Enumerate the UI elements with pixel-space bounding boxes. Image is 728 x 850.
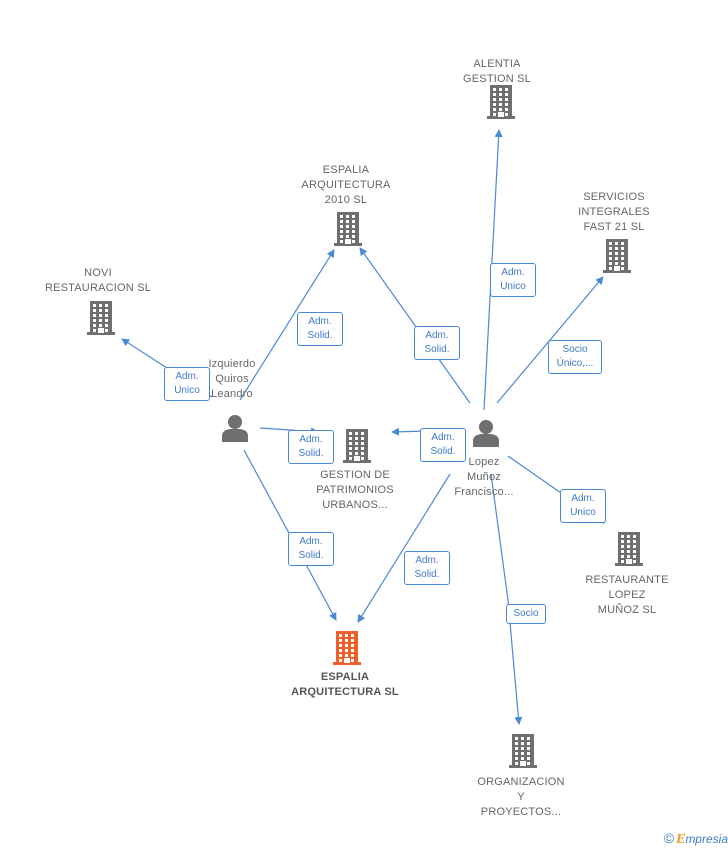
node-lopez[interactable]	[471, 419, 501, 452]
node-label-restaurante[interactable]: RESTAURANTE LOPEZ MUÑOZ SL	[557, 573, 697, 618]
node-espalia[interactable]	[332, 631, 362, 670]
node-label-line: ARQUITECTURA	[301, 179, 391, 191]
node-label-line: URBANOS...	[322, 499, 388, 511]
node-label-line: RESTAURANTE	[585, 574, 669, 586]
node-label-organizacion[interactable]: ORGANIZACION Y PROYECTOS...	[451, 775, 591, 820]
edge-label-line: Unico	[174, 385, 200, 396]
person-icon	[473, 420, 499, 447]
node-label-line: INTEGRALES	[578, 206, 650, 218]
node-label-espalia[interactable]: ESPALIA ARQUITECTURA SL	[275, 670, 415, 700]
edge-label-line: Adm.	[431, 432, 455, 443]
edge-label-line: Socio	[513, 608, 539, 619]
edge-label[interactable]: Adm. Solid.	[404, 551, 450, 585]
edge-label-line: Adm.	[175, 371, 199, 382]
building-icon	[343, 429, 371, 463]
building-icon	[334, 212, 362, 246]
edge-label[interactable]: Adm. Unico	[164, 367, 210, 401]
node-label-alentia[interactable]: ALENTIA GESTION SL	[427, 57, 567, 87]
edge-label[interactable]: Adm. Solid.	[414, 326, 460, 360]
node-label-line: Muñoz	[466, 471, 502, 483]
node-alentia[interactable]	[486, 85, 516, 124]
node-label-espalia2010[interactable]: ESPALIA ARQUITECTURA 2010 SL	[276, 163, 416, 208]
edge-label-line: Solid.	[424, 344, 450, 355]
edge-label[interactable]: Adm. Unico	[490, 263, 536, 297]
building-icon	[603, 239, 631, 273]
node-label-line: Francisco...	[454, 486, 514, 498]
node-label-line: ESPALIA	[320, 671, 370, 683]
node-label-line: ESPALIA	[322, 164, 370, 176]
node-organizacion[interactable]	[508, 734, 538, 773]
node-label-gestion[interactable]: GESTION DE PATRIMONIOS URBANOS...	[285, 468, 425, 513]
node-label-line: ORGANIZACION	[477, 776, 565, 788]
node-espalia2010[interactable]	[333, 212, 363, 251]
node-label-line: RESTAURACION SL	[44, 282, 152, 294]
edge-label[interactable]: Adm. Solid.	[297, 312, 343, 346]
edge-label-line: Solid.	[298, 448, 324, 459]
node-label-line: Izquierdo	[208, 358, 256, 370]
node-label-line: GESTION SL	[462, 73, 532, 85]
edge-label-line: Solid.	[307, 330, 333, 341]
edge-label-line: Adm.	[425, 330, 449, 341]
edge-lopez-espalia	[357, 473, 451, 623]
edge-label-line: Adm.	[299, 434, 323, 445]
person-icon	[222, 415, 248, 442]
building-icon	[615, 532, 643, 566]
building-icon	[487, 85, 515, 119]
edge-label-line: Adm.	[571, 493, 595, 504]
edge-izquierdo-espalia2010	[239, 249, 335, 401]
node-gestion[interactable]	[342, 429, 372, 468]
copyright-icon: ©	[663, 830, 675, 846]
footer-brand[interactable]: ©Empresia	[664, 830, 728, 846]
node-servicios[interactable]	[602, 239, 632, 278]
edge-label-line: Solid.	[430, 446, 456, 457]
edge-label-line: Socio	[562, 344, 588, 355]
node-label-line: ARQUITECTURA SL	[291, 686, 399, 698]
node-label-line: PROYECTOS...	[480, 806, 562, 818]
node-label-line: MUÑOZ SL	[597, 604, 657, 616]
node-label-line: Y	[517, 791, 525, 803]
brand-name: mpresia	[685, 832, 728, 846]
node-label-line: Leandro	[211, 388, 253, 400]
edge-label-line: Unico	[570, 507, 596, 518]
node-label-line: FAST 21 SL	[583, 221, 645, 233]
edge-label-line: Adm.	[308, 316, 332, 327]
edge-label[interactable]: Adm. Solid.	[420, 428, 466, 462]
edge-label[interactable]: Socio	[506, 604, 546, 624]
node-label-novi[interactable]: NOVI RESTAURACION SL	[28, 266, 168, 296]
edge-label-line: Solid.	[298, 550, 324, 561]
node-label-line: 2010 SL	[324, 194, 368, 206]
edge-label[interactable]: Adm. Solid.	[288, 430, 334, 464]
node-restaurante[interactable]	[614, 532, 644, 571]
edge-label-line: Adm.	[501, 267, 525, 278]
edge-lopez-espalia2010	[359, 247, 471, 404]
node-label-line: PATRIMONIOS	[316, 484, 394, 496]
node-izquierdo[interactable]	[220, 414, 250, 447]
edge-label[interactable]: Adm. Solid.	[288, 532, 334, 566]
edge-label-line: Único,...	[556, 358, 594, 369]
node-label-line: Lopez	[468, 456, 500, 468]
node-label-line: SERVICIOS	[583, 191, 645, 203]
node-label-line: LOPEZ	[608, 589, 646, 601]
edge-label-line: Unico	[500, 281, 526, 292]
building-icon	[87, 301, 115, 335]
edge-label-line: Solid.	[414, 569, 440, 580]
building-icon	[333, 631, 361, 665]
node-label-line: ALENTIA	[473, 58, 521, 70]
node-label-line: Quiros	[215, 373, 249, 385]
node-novi[interactable]	[86, 301, 116, 340]
edge-label-line: Adm.	[415, 555, 439, 566]
edge-label[interactable]: Adm. Unico	[560, 489, 606, 523]
building-icon	[509, 734, 537, 768]
brand-initial: E	[676, 832, 686, 846]
node-label-line: NOVI	[84, 267, 112, 279]
edge-label-line: Adm.	[299, 536, 323, 547]
node-label-line: GESTION DE	[320, 469, 390, 481]
edge-lopez-organizacion	[490, 473, 523, 725]
node-label-servicios[interactable]: SERVICIOS INTEGRALES FAST 21 SL	[544, 190, 684, 235]
